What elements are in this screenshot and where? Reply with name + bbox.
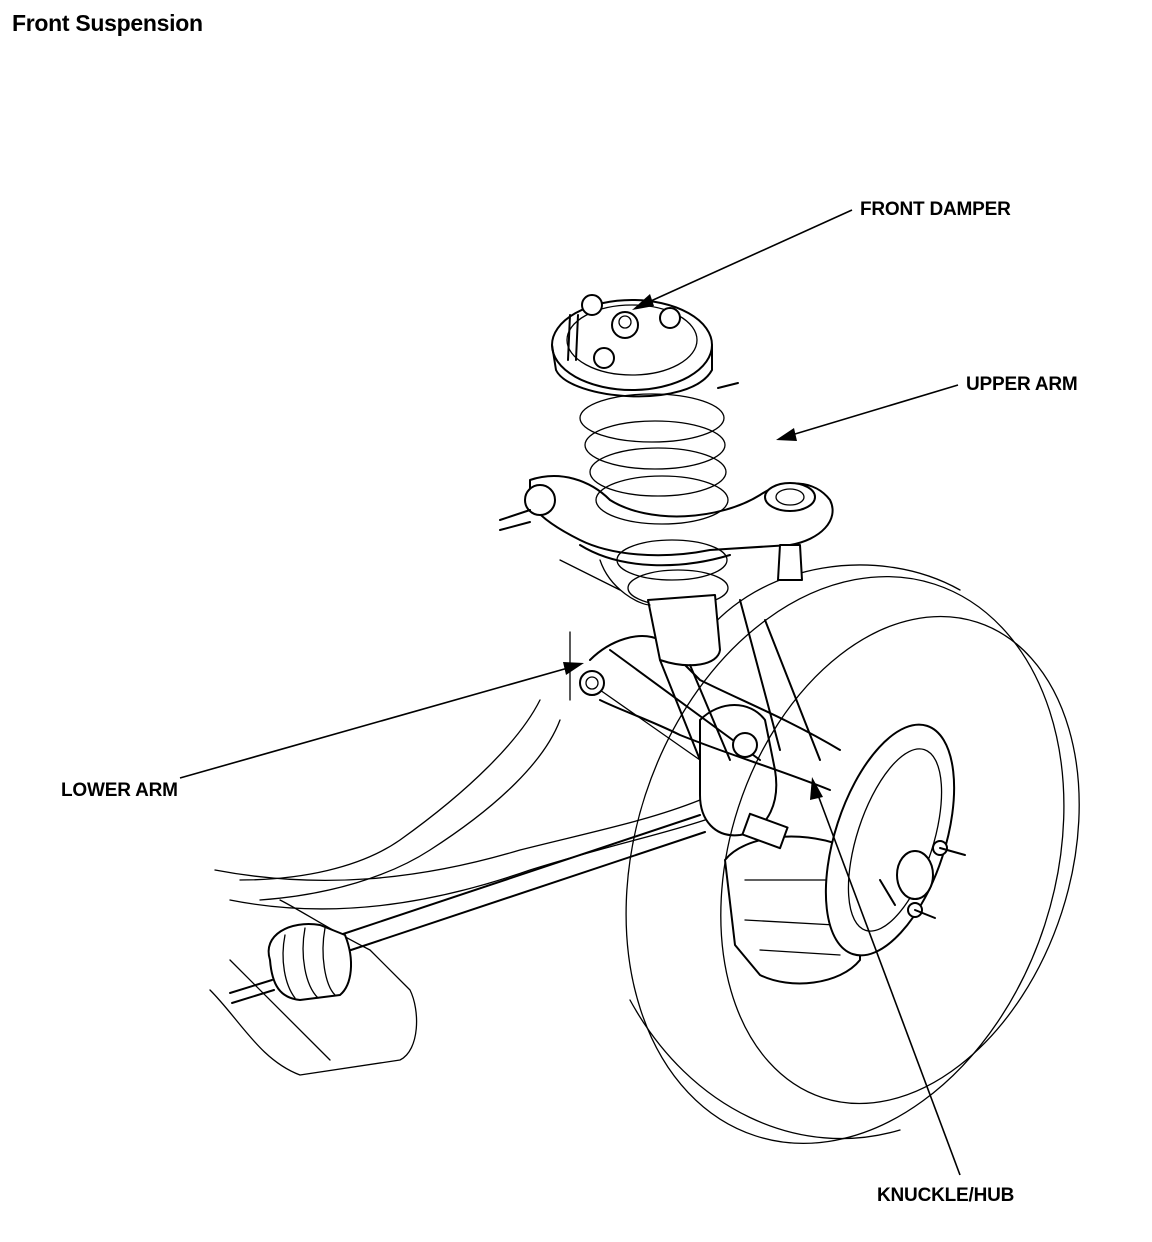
knuckle-hub-leader [814, 786, 961, 1176]
mount-studs [567, 294, 739, 389]
knuckle-hub-arrowhead [810, 777, 823, 800]
drive-shaft [339, 814, 706, 953]
wheel-tire [625, 564, 1080, 1144]
inner-cv-boot [229, 923, 352, 1004]
lower-arm [569, 631, 841, 791]
lower-arm-leader [179, 665, 576, 779]
upper-arm-label: UPPER ARM [966, 374, 1078, 395]
upper-arm [499, 475, 834, 581]
callout-leaders [179, 209, 961, 1176]
upper-arm-leader [784, 384, 959, 438]
knuckle-hub-label: KNUCKLE/HUB [877, 1185, 1015, 1206]
front-damper [551, 294, 739, 761]
knuckle [699, 599, 821, 837]
page-title: Front Suspension [12, 10, 203, 36]
subframe [209, 559, 706, 1076]
coil-spring [579, 393, 729, 607]
upper-arm-arrowhead [776, 428, 797, 441]
front-damper-arrowhead [632, 294, 654, 310]
front-damper-leader [641, 209, 853, 306]
lower-arm-arrowhead [563, 662, 584, 675]
brake-disc-hub [824, 723, 966, 957]
lower-arm-label: LOWER ARM [61, 780, 178, 801]
front-damper-label: FRONT DAMPER [860, 199, 1011, 220]
